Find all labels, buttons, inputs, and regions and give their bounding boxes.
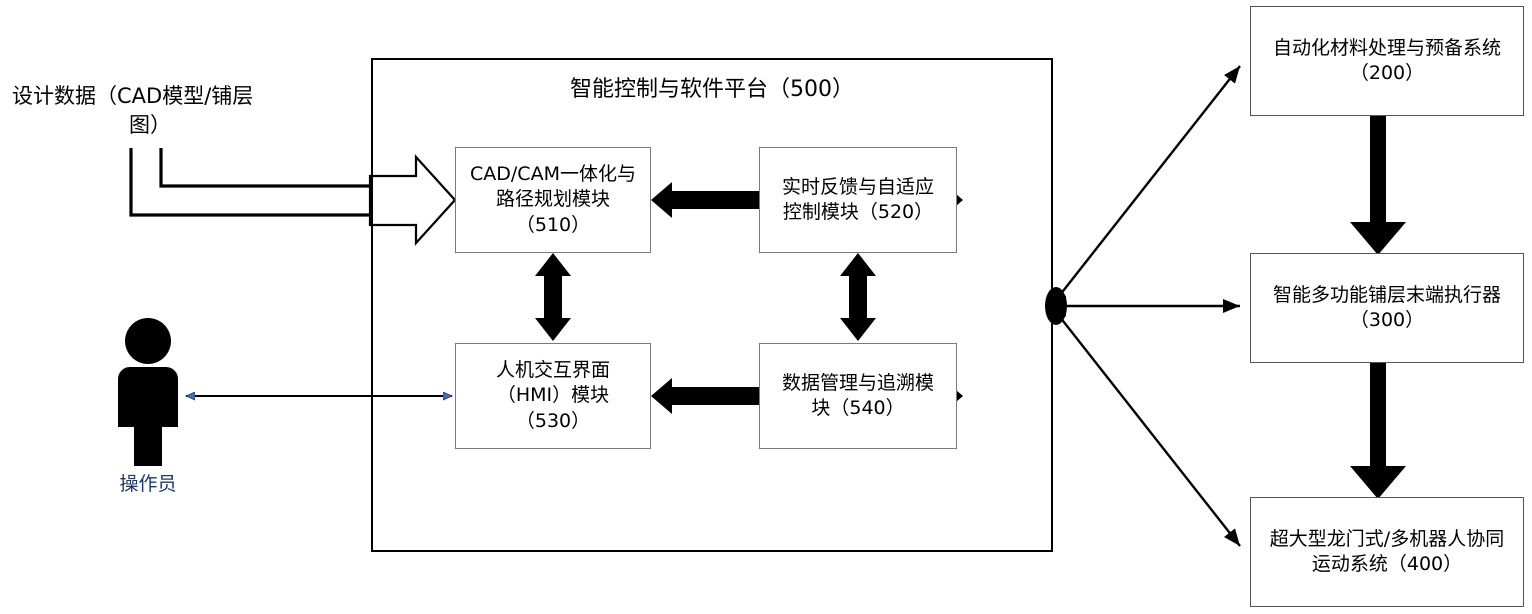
system-200-text: 自动化材料处理与预备系统 （200） [1272, 36, 1501, 84]
system-300-text: 智能多功能铺层末端执行器 （300） [1272, 283, 1501, 331]
connector-system-200-300 [1350, 115, 1406, 255]
module-520-text: 实时反馈与自适应 控制模块（520） [781, 175, 934, 223]
system-box-200[interactable]: 自动化材料处理与预备系统 （200） [1250, 6, 1524, 116]
connector-platform-system-400 [1055, 311, 1241, 547]
module-box-510[interactable]: CAD/CAM一体化与 路径规划模块 （510） [455, 147, 651, 253]
platform-frame-500 [371, 58, 1053, 552]
source-elbow-lines [129, 148, 418, 217]
module-box-530[interactable]: 人机交互界面 （HMI）模块 （530） [455, 343, 651, 449]
design-data-label: 设计数据（CAD模型/铺层 图） [12, 82, 312, 141]
platform-title: 智能控制与软件平台（500） [570, 77, 854, 102]
module-box-520[interactable]: 实时反馈与自适应 控制模块（520） [759, 147, 957, 253]
connector-520-540 [840, 253, 876, 341]
module-540-text: 数据管理与追溯模 块（540） [781, 371, 934, 419]
system-box-400[interactable]: 超大型龙门式/多机器人协同 运动系统（400） [1250, 497, 1524, 607]
operator-label: 操作员 [119, 473, 177, 495]
operator-figure-icon [118, 318, 178, 466]
design-data-line-1: 设计数据（CAD模型/铺层 [12, 84, 254, 108]
module-530-text: 人机交互界面 （HMI）模块 （530） [495, 359, 610, 432]
system-400-text: 超大型龙门式/多机器人协同 运动系统（400） [1269, 527, 1505, 575]
design-data-line-2: 图） [129, 113, 171, 138]
module-510-text: CAD/CAM一体化与 路径规划模块 （510） [470, 163, 636, 236]
module-box-540[interactable]: 数据管理与追溯模 块（540） [759, 343, 957, 449]
connector-510-530 [535, 253, 571, 341]
connector-system-300-400 [1350, 362, 1406, 499]
connector-platform-system-200 [1055, 65, 1241, 301]
block-arrow-design-data [368, 154, 457, 246]
system-box-300[interactable]: 智能多功能铺层末端执行器 （300） [1250, 253, 1524, 363]
